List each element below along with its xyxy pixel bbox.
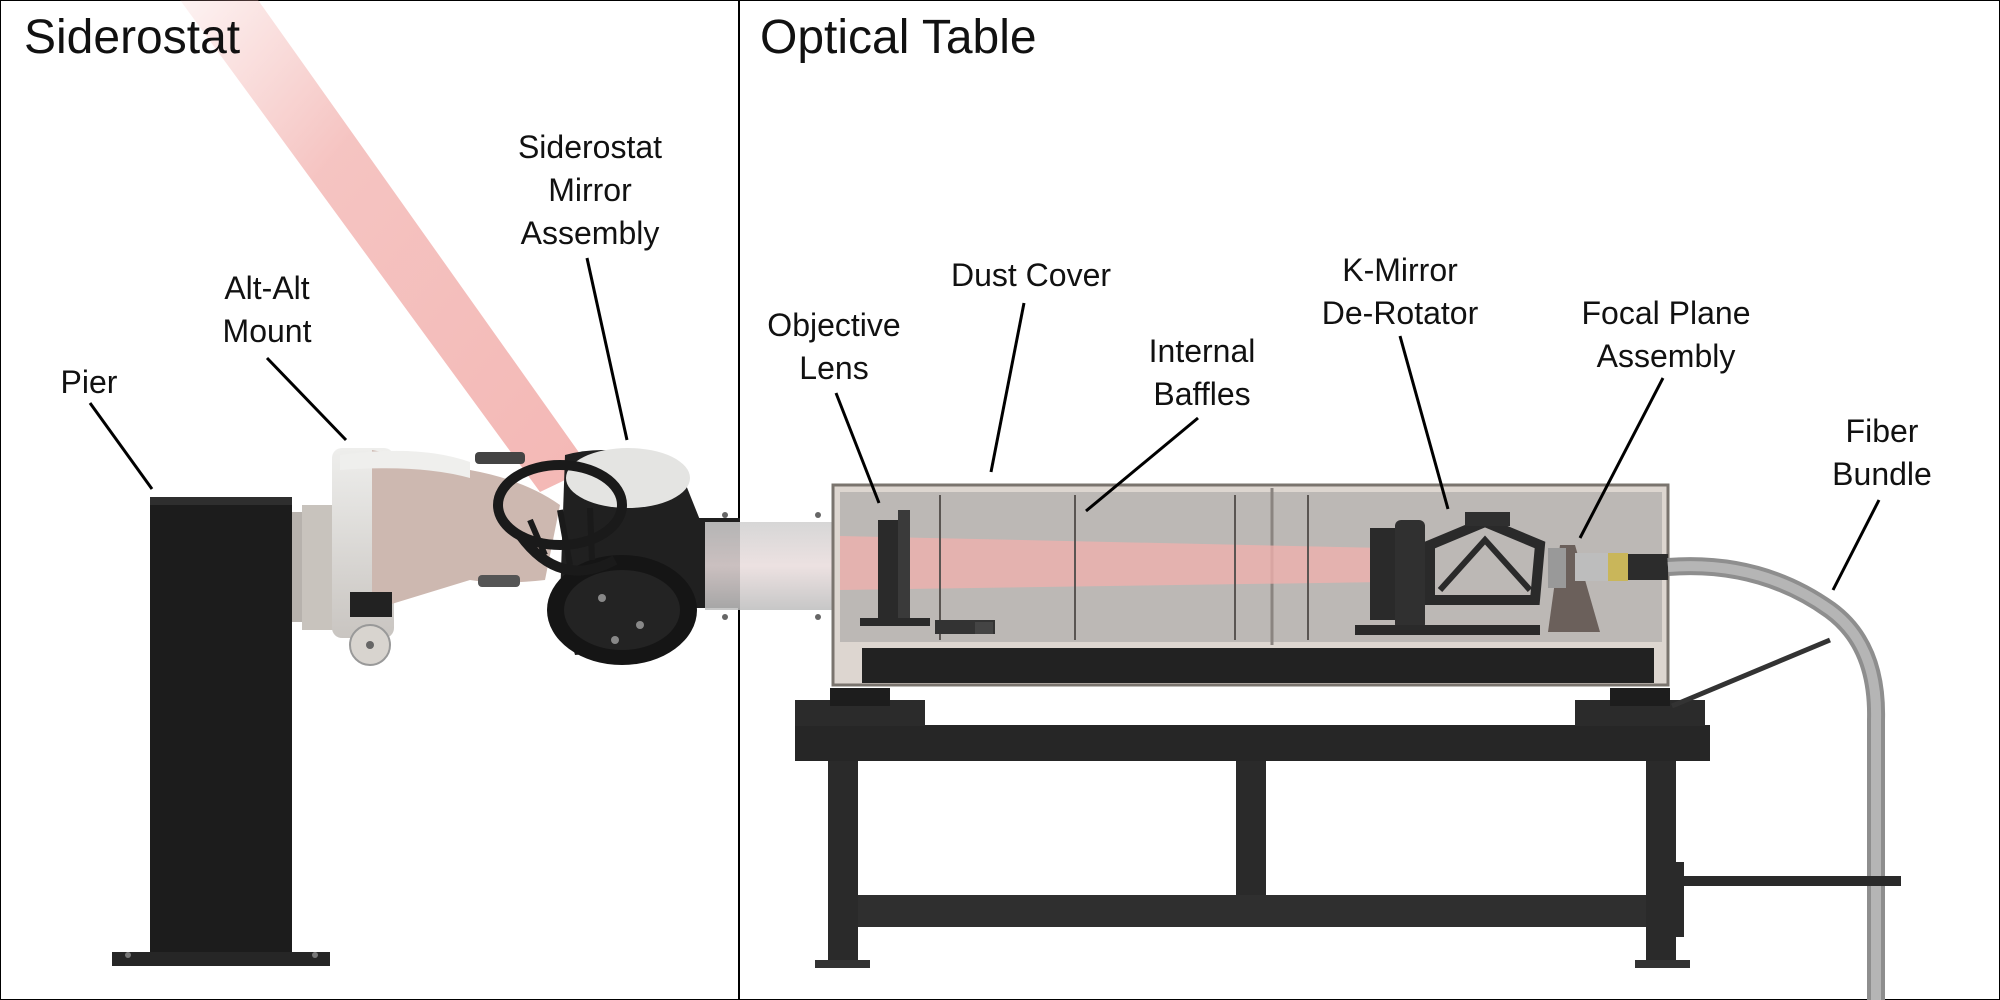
label-objective-lens: Objective Lens: [767, 307, 901, 386]
incoming-light-beam: [180, 0, 590, 492]
panel-title-optical-table: Optical Table: [760, 11, 1037, 64]
leader-fiber-bundle: [1831, 499, 1881, 591]
internal-baffles: [939, 495, 1309, 640]
leader-focal-plane: [1578, 377, 1665, 539]
optical-bench-frame: [795, 688, 1710, 968]
leader-alt-alt-mount: [265, 356, 348, 442]
label-alt-alt-mount: Alt-Alt Mount: [222, 270, 312, 349]
leader-k-mirror: [1398, 335, 1450, 510]
label-siderostat-mirror-assembly: Siderostat Mirror Assembly: [517, 129, 663, 251]
label-focal-plane-assembly: Focal Plane Assembly: [1581, 295, 1751, 374]
k-mirror-de-rotator: [1355, 512, 1546, 635]
leader-objective-lens: [834, 392, 881, 504]
internal-light-beam: [840, 536, 1385, 590]
alt-alt-mount: [292, 448, 560, 666]
label-k-mirror-de-rotator: K-Mirror De-Rotator: [1321, 252, 1479, 331]
leader-internal-baffles: [1085, 416, 1199, 513]
leader-pier: [88, 402, 154, 490]
label-dust-cover: Dust Cover: [950, 257, 1112, 293]
fiber-bundle: [1667, 557, 1901, 1000]
pier: [112, 497, 330, 966]
objective-lens: [860, 510, 995, 634]
panel-title-siderostat: Siderostat: [24, 11, 241, 64]
beam-tube: [705, 522, 835, 610]
label-fiber-bundle: Fiber Bundle: [1832, 413, 1932, 492]
leader-siderostat-mirror: [585, 257, 629, 441]
leader-dust-cover: [989, 302, 1026, 473]
focal-plane-assembly: [1548, 545, 1668, 632]
label-pier: Pier: [60, 364, 118, 400]
leader-lines: [88, 257, 1881, 591]
label-internal-baffles: Internal Baffles: [1148, 333, 1256, 412]
